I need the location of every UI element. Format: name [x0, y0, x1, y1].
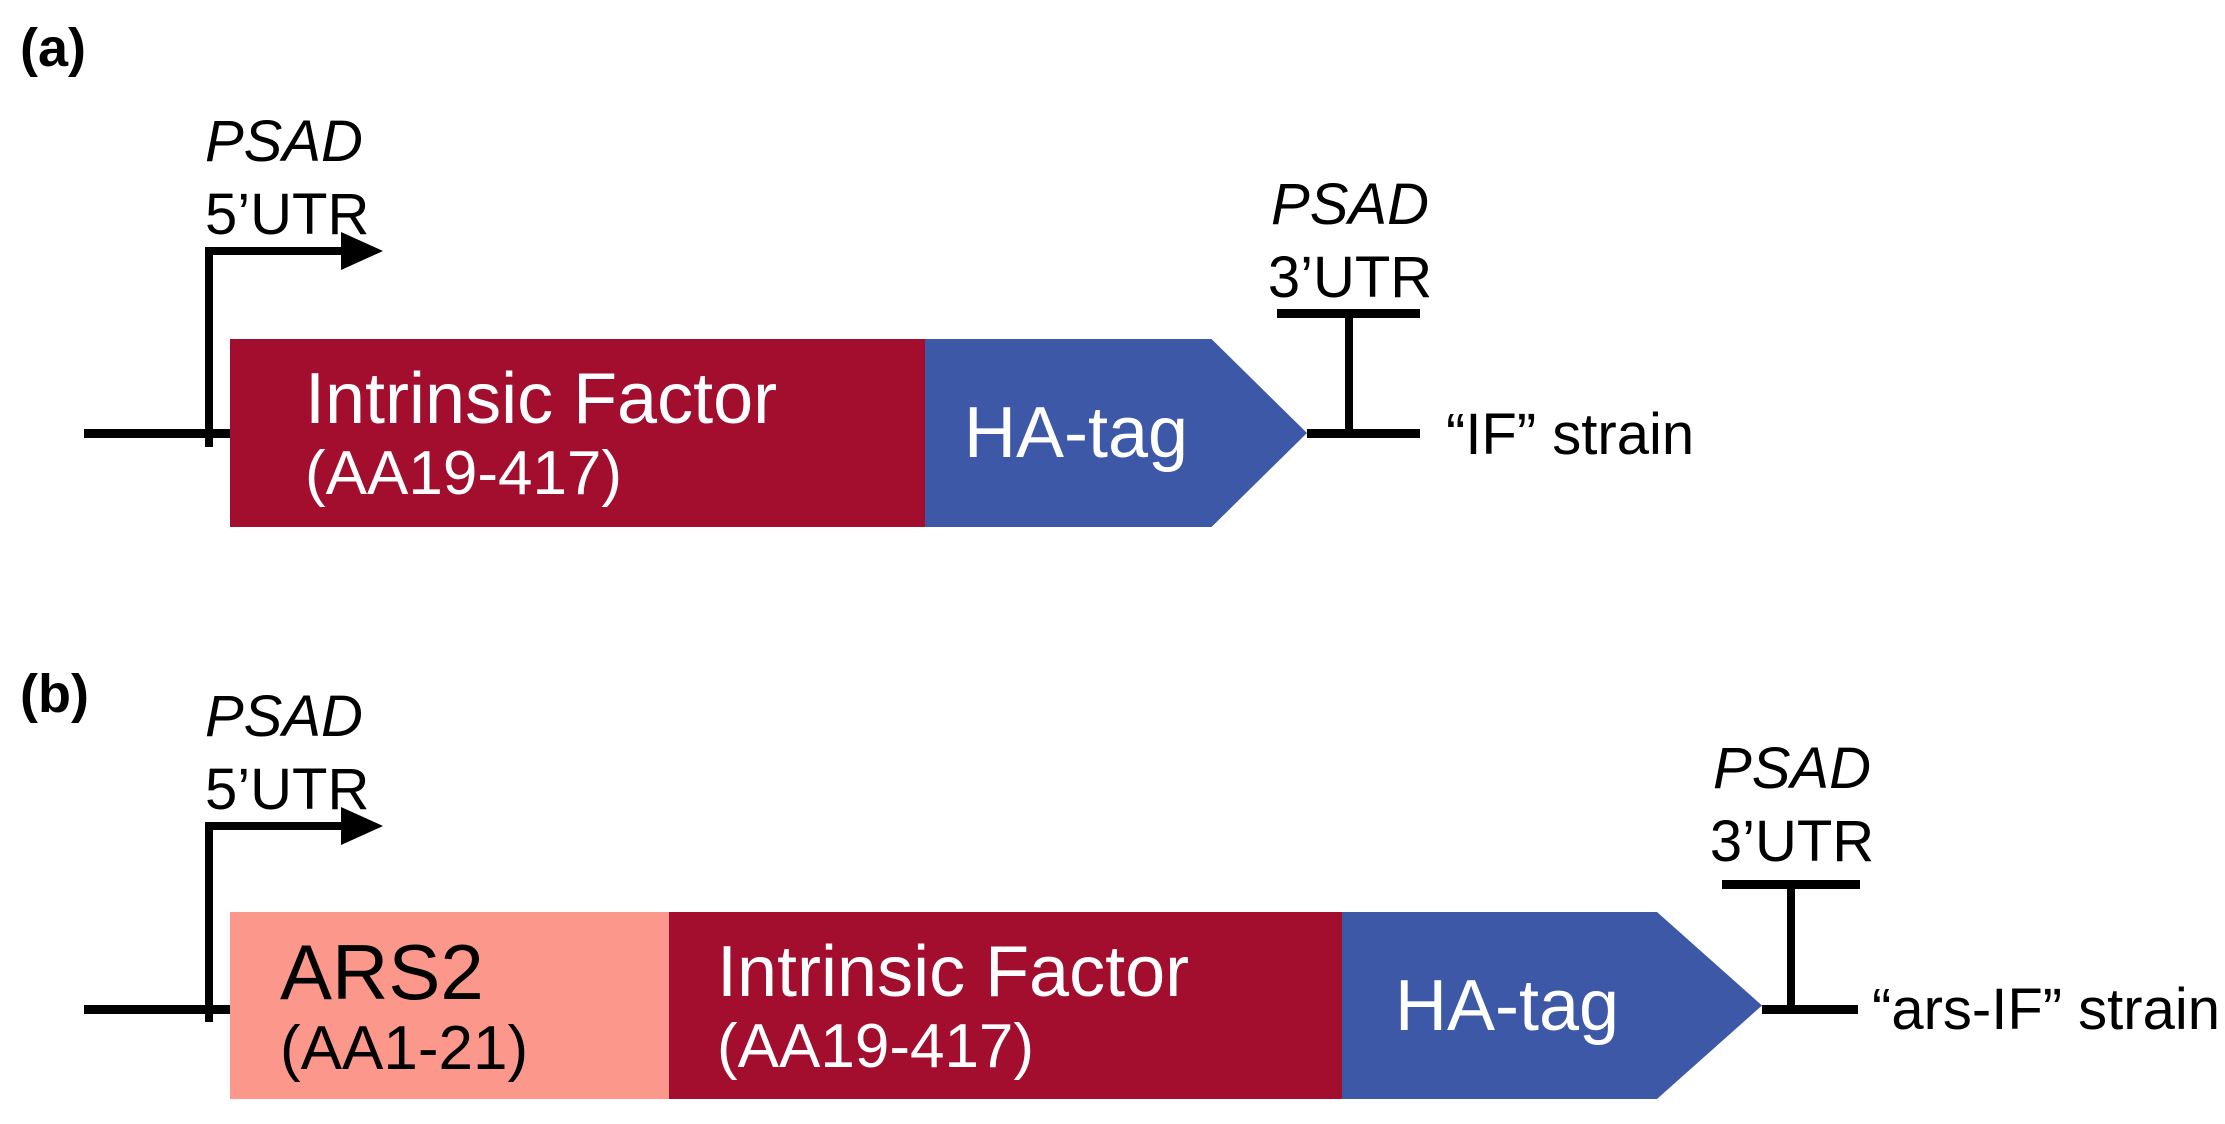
panel-a-gene-box-ha-tag: HA-tag [925, 339, 1307, 527]
panel-b-promoter-arrow-stem [205, 822, 213, 1022]
panel-b-dna-baseline [84, 1005, 232, 1014]
panel-b-promoter-gene-name: PSAD [205, 684, 363, 749]
panel-a-promoter-arrow-stem [205, 247, 213, 447]
panel-a-promoter-label: PSAD 5’UTR [205, 105, 369, 251]
panel-b-gene-box-intrinsic-factor: Intrinsic Factor (AA19-417) [669, 912, 1342, 1099]
panel-b-terminator-utr-text: 3’UTR [1709, 809, 1875, 874]
panel-b-terminator-label: PSAD 3’UTR [1697, 732, 1887, 878]
panel-b-strain-label: “ars-IF” strain [1872, 977, 2220, 1042]
panel-a-promoter-arrowhead-icon [341, 232, 383, 270]
panel-a-terminator-utr-text: 3’UTR [1267, 245, 1433, 310]
panel-a-intrinsic-factor-title: Intrinsic Factor [305, 359, 778, 439]
panel-b-intrinsic-factor-subtitle: (AA19-417) [717, 1011, 1035, 1081]
panel-b-ha-tag-title: HA-tag [1394, 965, 1620, 1046]
panel-a-gene-box-intrinsic-factor: Intrinsic Factor (AA19-417) [230, 339, 925, 527]
panel-a-strain-label: “IF” strain [1446, 402, 1695, 467]
panel-a-terminator-stem [1345, 309, 1353, 438]
panel-b-terminator-gene-name: PSAD [1713, 736, 1871, 801]
panel-b-terminator-bottom-bar [1762, 1005, 1858, 1014]
panel-b-label: (b) [20, 664, 89, 724]
panel-a-dna-baseline [84, 429, 232, 438]
panel-a-terminator-gene-name: PSAD [1271, 172, 1429, 237]
panel-a-terminator-label: PSAD 3’UTR [1255, 168, 1445, 314]
panel-a-promoter-arrow-shaft [205, 247, 345, 255]
panel-b-terminator-stem [1787, 880, 1795, 1014]
panel-a-intrinsic-factor-subtitle: (AA19-417) [305, 439, 623, 508]
panel-b-promoter-arrow-shaft [205, 822, 345, 830]
panel-a-promoter-gene-name: PSAD [205, 109, 363, 174]
panel-b-ars2-title: ARS2 [280, 927, 484, 1016]
panel-a-label: (a) [20, 18, 86, 78]
panel-a-terminator-bottom-bar [1307, 429, 1420, 438]
panel-b-promoter-label: PSAD 5’UTR [205, 680, 369, 826]
panel-a-ha-tag-title: HA-tag [963, 393, 1189, 473]
panel-b-intrinsic-factor-title: Intrinsic Factor [717, 931, 1190, 1012]
panel-b-ars2-subtitle: (AA1-21) [280, 1013, 529, 1083]
panel-b-gene-box-ha-tag: HA-tag [1342, 912, 1762, 1099]
panel-b-promoter-arrowhead-icon [341, 807, 383, 845]
panel-b-gene-box-ars2: ARS2 (AA1-21) [230, 912, 669, 1099]
